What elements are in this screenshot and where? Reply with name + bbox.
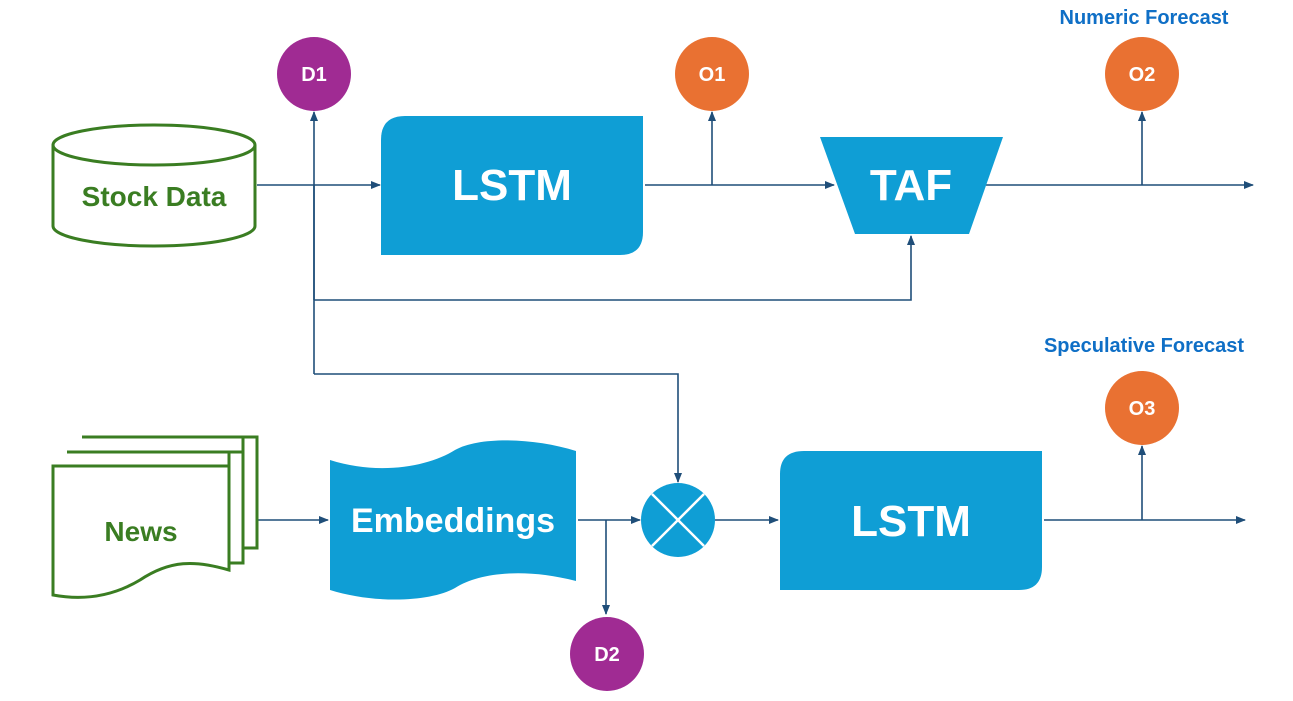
embeddings-label: Embeddings (351, 502, 555, 540)
news-node: News (51, 435, 259, 599)
numeric-forecast-title: Numeric Forecast (1060, 7, 1229, 29)
marker-o2-label: O2 (1129, 64, 1156, 86)
marker-d1-label: D1 (301, 64, 327, 86)
embeddings-shape (330, 440, 576, 600)
stock-data-label: Stock Data (82, 181, 227, 212)
taf-label: TAF (870, 161, 952, 210)
lstm-bottom-node: LSTM (780, 451, 1042, 590)
database-icon (51, 123, 257, 248)
marker-o3-label: O3 (1129, 398, 1156, 420)
stock-data-node: Stock Data (51, 123, 257, 248)
lstm-bottom-label: LSTM (851, 497, 971, 546)
lstm-bottom-shape (780, 451, 1042, 590)
marker-o1: O1 (675, 37, 749, 111)
marker-d1: D1 (277, 37, 351, 111)
taf-shape (820, 137, 1003, 234)
edge-to-multiply (314, 373, 682, 483)
document-stack-icon (51, 435, 259, 599)
cross-icon (651, 493, 705, 547)
marker-o1-label: O1 (699, 64, 726, 86)
lstm-top-label: LSTM (452, 161, 572, 210)
marker-d2-label: D2 (594, 644, 620, 666)
connectors (257, 111, 1254, 615)
news-label: News (104, 516, 177, 547)
lstm-top-shape (381, 116, 643, 255)
multiply-junction (641, 483, 715, 557)
marker-o2: O2 (1105, 37, 1179, 111)
lstm-top-node: LSTM (381, 116, 643, 255)
edge-to-taf-bottom (314, 235, 915, 301)
marker-d2: D2 (570, 617, 644, 691)
speculative-forecast-title: Speculative Forecast (1044, 335, 1244, 357)
taf-node: TAF (820, 137, 1003, 234)
marker-o3: O3 (1105, 371, 1179, 445)
embeddings-node: Embeddings (330, 440, 576, 600)
